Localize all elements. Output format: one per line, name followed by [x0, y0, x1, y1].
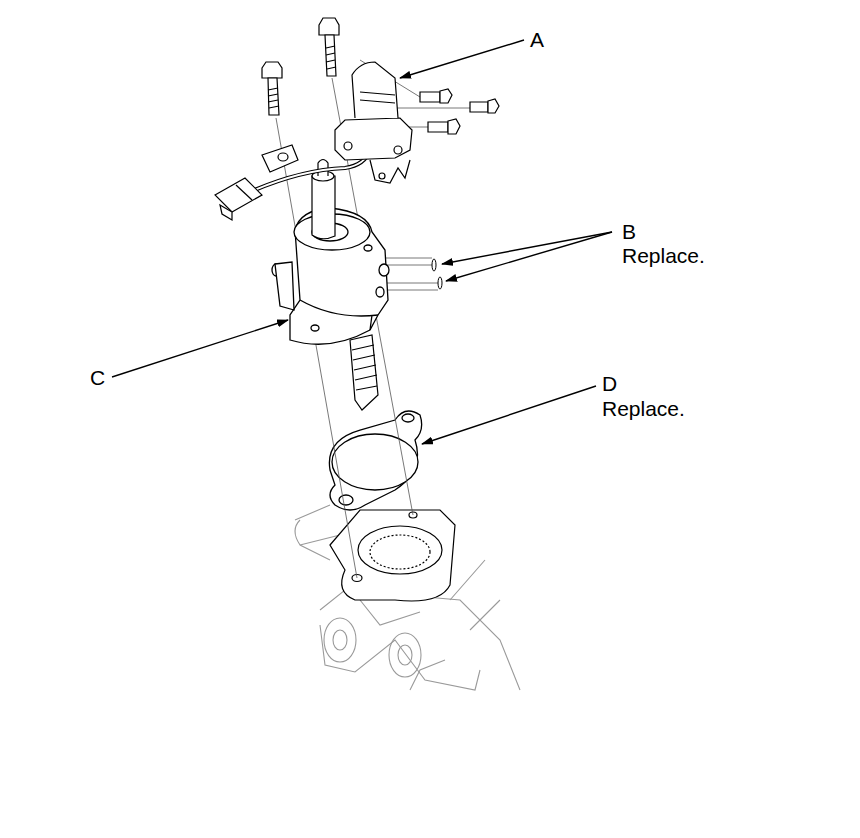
callout-letter: B	[622, 220, 636, 244]
rack-housing	[295, 505, 520, 690]
bolt	[262, 18, 499, 134]
callout-letter: A	[530, 28, 544, 52]
sensor-bracket	[335, 62, 412, 183]
alignment-lines	[276, 60, 470, 578]
housing-flange	[330, 510, 455, 601]
note-text: Replace.	[602, 397, 685, 421]
note-text: Replace.	[622, 244, 705, 268]
callout-letter: C	[90, 366, 105, 390]
leader-line	[112, 40, 612, 444]
gasket	[329, 411, 421, 510]
pinion-shaft	[350, 335, 378, 410]
o-ring	[432, 259, 442, 289]
callout-letter: D	[602, 372, 617, 396]
